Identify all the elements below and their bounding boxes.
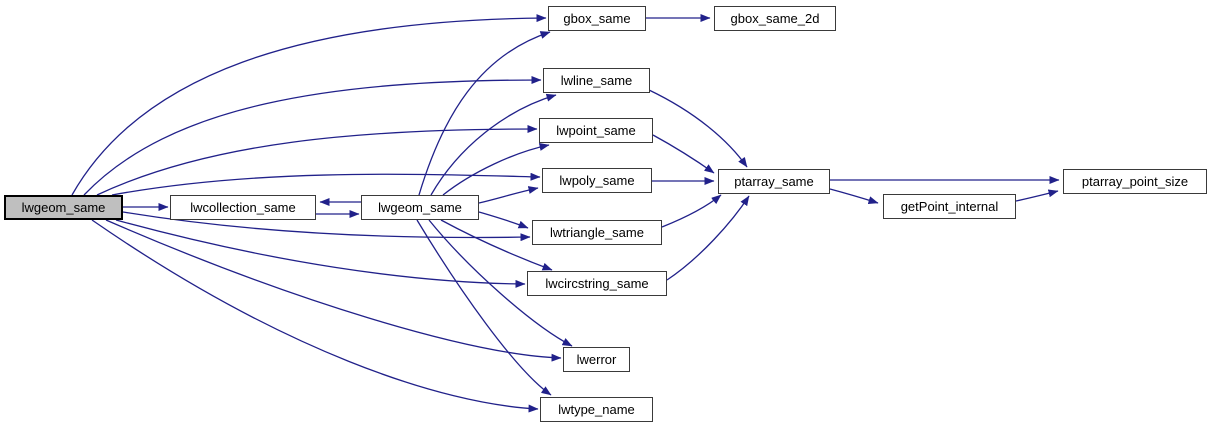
node-lwpoint-same[interactable]: lwpoint_same [539,118,653,143]
edge-lwgeom-same-to-gbox-same [418,31,551,196]
edge-lwgeom-same-root-to-lwpoint-same [96,125,538,196]
node-ptarray-point-size[interactable]: ptarray_point_size [1063,169,1207,194]
edge-lwgeom-same-to-lwerror [428,219,573,347]
node-lwgeom-same-root[interactable]: lwgeom_same [4,195,123,220]
node-gbox-same-2d[interactable]: gbox_same_2d [714,6,836,31]
node-gbox-same[interactable]: gbox_same [548,6,646,31]
edge-lwgeom-same-root-to-lwtype-name [91,219,539,413]
node-lwtype-name[interactable]: lwtype_name [540,397,653,422]
node-lwgeom-same[interactable]: lwgeom_same [361,195,479,220]
node-lwpoly-same[interactable]: lwpoly_same [542,168,652,193]
edge-lwgeom-same-root-to-lwerror [105,219,562,362]
edge-ptarray-same-to-getpoint-internal [829,188,879,204]
node-lwerror[interactable]: lwerror [563,347,630,372]
edge-lwpoint-same-to-ptarray-same [652,134,715,174]
edge-lwcircstring-same-to-ptarray-same [666,195,750,281]
edge-getpoint-internal-to-ptarray-point-size [1015,189,1059,202]
edge-lwgeom-same-to-lwtype-name [416,219,552,396]
node-lwcircstring-same[interactable]: lwcircstring_same [527,271,667,296]
edge-lwgeom-same-root-to-lwcircstring-same [115,219,526,288]
edge-lwgeom-same-to-lwpoint-same [442,143,550,196]
edge-lwgeom-same-root-to-gbox-same [71,14,547,196]
edge-lwtriangle-same-to-ptarray-same [661,194,722,228]
node-lwcollection-same[interactable]: lwcollection_same [170,195,316,220]
node-lwline-same[interactable]: lwline_same [543,68,650,93]
edge-lwgeom-same-root-to-lwpoly-same [111,172,541,196]
edge-lwline-same-to-ptarray-same [648,89,748,168]
node-getpoint-internal[interactable]: getPoint_internal [883,194,1016,219]
edge-lwgeom-same-root-to-lwline-same [83,76,542,196]
node-ptarray-same[interactable]: ptarray_same [718,169,830,194]
edge-lwgeom-same-to-lwline-same [430,93,557,196]
edge-lwgeom-same-to-lwcircstring-same [440,219,553,271]
edge-lwgeom-same-to-lwpoly-same [478,186,539,204]
edge-lwgeom-same-root-to-lwtriangle-same [122,211,531,242]
edge-lwgeom-same-to-lwtriangle-same [478,211,529,229]
node-lwtriangle-same[interactable]: lwtriangle_same [532,220,662,245]
